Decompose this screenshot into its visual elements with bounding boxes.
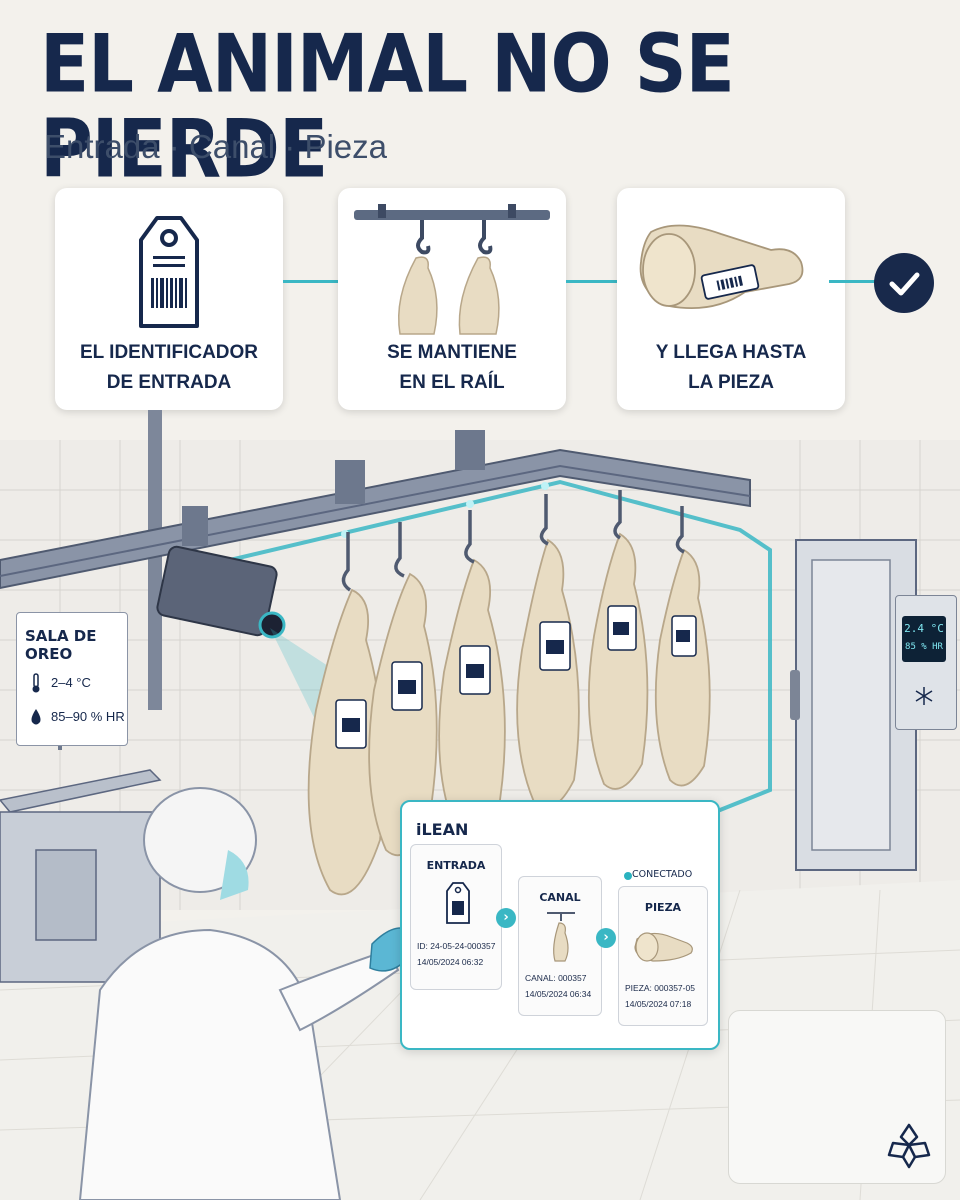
carcass-icon [547,912,575,962]
page-subtitle: Entrada · Canal · Pieza [44,128,388,165]
arrow-right-icon: › [596,928,616,948]
step-label: SE MANTIENE EN EL RAÍL [387,342,517,393]
stage-id: CANAL: 000357 [525,973,587,983]
step-connector [829,280,875,283]
stage-title: PIEZA [644,901,682,914]
stage-title: CANAL [539,891,581,904]
tracking-panel[interactable]: iLEAN CONECTADO ENTRADA ID: 24-05-24-000… [400,800,720,1050]
step-connector [283,280,338,283]
stage-id: ID: 24-05-24-000357 [417,941,496,951]
stage-timestamp: 14/05/2024 06:32 [417,957,484,967]
stage-title: ENTRADA [426,859,486,872]
arrow-right-icon: › [496,908,516,928]
step-label: EL IDENTIFICADOR DE ENTRADA [79,342,259,393]
panel-brand: iLEAN [416,820,469,839]
stage-timestamp: 14/05/2024 06:34 [525,989,592,999]
snowflake-icon [915,687,933,705]
cold-room-illustration [0,410,960,1200]
thermostat-screen: 2.4 °C 85 % HR [902,616,946,662]
thermometer-icon [32,673,40,693]
step-connector [566,280,617,283]
thermostat: 2.4 °C 85 % HR [895,595,957,730]
stage-id: PIEZA: 000357-05 [625,983,695,993]
thermostat-humidity: 85 % HR [905,642,943,652]
stage-timestamp: 14/05/2024 07:18 [625,999,692,1009]
check-icon [874,253,934,313]
rail-hooks-icon [354,204,550,335]
step-card-entrada: EL IDENTIFICADOR DE ENTRADA [55,188,283,410]
tag-barcode-icon [139,216,199,328]
logo-box [728,1010,946,1184]
room-sign-title: SALA DE OREO [25,627,97,663]
step-card-pieza: Y LLEGA HASTA LA PIEZA [617,188,845,410]
step-label: Y LLEGA HASTA LA PIEZA [655,342,807,393]
tag-barcode-icon [446,882,470,924]
thermostat-temperature: 2.4 °C [904,622,944,635]
room-sign: SALA DE OREO 2–4 °C 85–90 % HR [16,612,128,746]
droplet-icon [31,709,41,725]
step-card-canal: SE MANTIENE EN EL RAÍL [338,188,566,410]
ham-piece-icon [634,932,693,962]
connection-status: CONECTADO [632,869,693,880]
ham-piece-icon [639,224,804,309]
page-title: EL ANIMAL NO SE PIERDE [40,16,735,196]
room-temperature: 2–4 °C [51,675,91,690]
room-humidity: 85–90 % HR [51,709,125,724]
stage-entrada[interactable]: ENTRADA ID: 24-05-24-000357 14/05/2024 0… [410,844,502,990]
status-dot [624,872,632,880]
stage-pieza[interactable]: PIEZA PIEZA: 000357-05 14/05/2024 07:18 [618,886,708,1026]
stage-canal[interactable]: CANAL CANAL: 000357 14/05/2024 06:34 [518,876,602,1016]
brand-logo-icon [887,1123,931,1169]
